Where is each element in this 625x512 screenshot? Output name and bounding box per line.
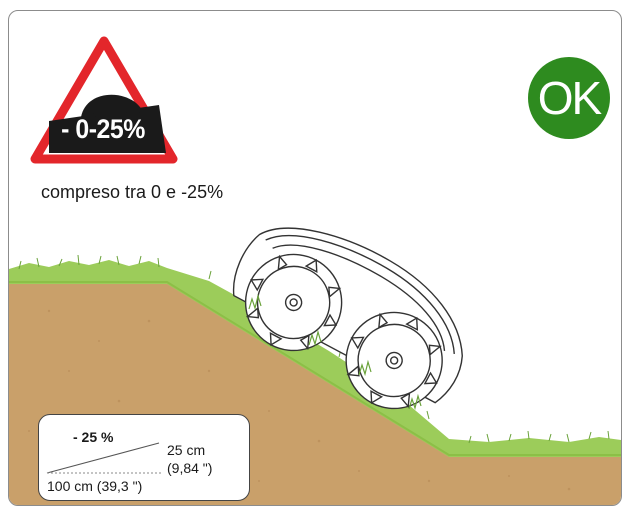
ok-status-badge: OK (528, 57, 610, 139)
mower-wheel-front (345, 311, 443, 410)
slope-dimension-box: - 25 % 25 cm (9,84 ") 100 cm (39,3 ") (38, 414, 250, 501)
grass-tufts (248, 293, 422, 411)
slope-rise-in: (9,84 ") (167, 460, 213, 476)
robotic-mower (232, 227, 463, 410)
grass-strip (9, 260, 621, 457)
slope-caption: compreso tra 0 e -25% (41, 182, 224, 202)
slope-diagram-line (46, 442, 161, 474)
illustration-frame: - 0-25% OK compreso tra 0 e -25% - 25 % … (8, 10, 622, 506)
slope-range-label: - 0-25% (61, 114, 145, 144)
mower-on-slope-warning-icon (30, 36, 178, 164)
slope-run-label: 100 cm (39,3 ") (47, 478, 143, 494)
slope-percent-label: - 25 % (73, 429, 114, 445)
slope-rise-cm: 25 cm (167, 442, 206, 458)
mower-wheel-rear (244, 253, 343, 352)
ok-status-label: OK (537, 72, 602, 124)
